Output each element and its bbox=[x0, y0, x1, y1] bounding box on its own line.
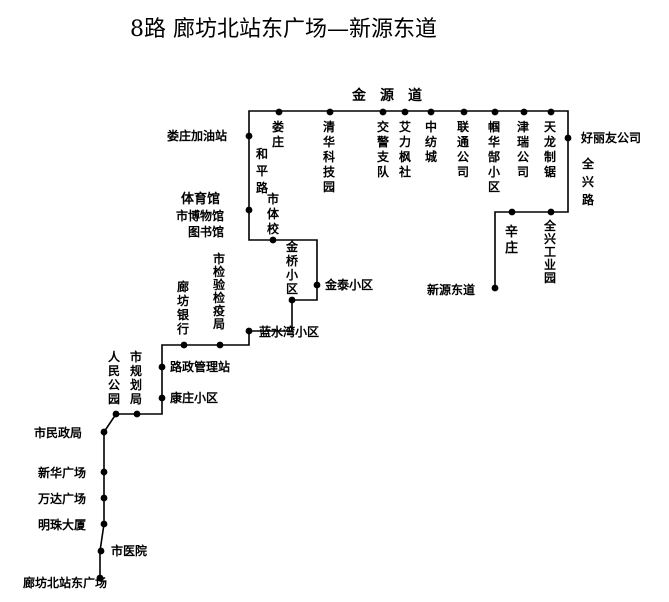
stop-label: 全兴工业园 bbox=[543, 218, 557, 285]
stop-label: 市检验检疫局 bbox=[213, 251, 226, 331]
stop-dot[interactable] bbox=[97, 547, 105, 555]
stop-label: 娄庄 bbox=[272, 119, 284, 149]
stop-label: 市医院 bbox=[111, 543, 147, 558]
stop-label: 新华广场 bbox=[38, 465, 86, 480]
stop-dot[interactable] bbox=[379, 108, 387, 116]
stop-dot[interactable] bbox=[245, 327, 253, 335]
stop-dot[interactable] bbox=[275, 108, 283, 116]
stop-dot[interactable] bbox=[158, 394, 166, 402]
stop-label: 蓝水湾小区 bbox=[259, 324, 319, 339]
stop-label: 廊坊北站东广场 bbox=[23, 575, 107, 590]
stop-dot[interactable] bbox=[100, 494, 108, 502]
stop-dot[interactable] bbox=[491, 284, 499, 292]
stop-label: 路政管理站 bbox=[170, 359, 230, 374]
stop-label: 万达广场 bbox=[37, 491, 86, 506]
stop-label: 廊坊银行 bbox=[176, 279, 190, 336]
route-line bbox=[99, 110, 569, 578]
stop-label: 人民公园 bbox=[108, 349, 121, 406]
stop-dots bbox=[96, 108, 572, 582]
stop-dot[interactable] bbox=[245, 132, 253, 140]
stop-dot[interactable] bbox=[245, 206, 253, 214]
stop-label: 中纺城 bbox=[425, 119, 437, 164]
stop-label: 图书馆 bbox=[188, 224, 224, 239]
stop-label: 天龙制锯 bbox=[544, 120, 557, 179]
road-name-jinyuan: 金 源 道 bbox=[351, 87, 422, 104]
stop-label: 体育馆 bbox=[181, 191, 220, 207]
stop-dot[interactable] bbox=[520, 108, 528, 116]
stop-label: 津瑞公司 bbox=[517, 119, 529, 179]
stop-label: 联通公司 bbox=[457, 120, 469, 179]
stop-dot[interactable] bbox=[427, 108, 435, 116]
stop-dot[interactable] bbox=[216, 341, 224, 349]
stop-label: 市体校 bbox=[267, 191, 280, 236]
stop-dot[interactable] bbox=[547, 208, 555, 216]
stop-label: 清华科技园 bbox=[323, 119, 336, 194]
stop-dot[interactable] bbox=[288, 296, 296, 304]
stop-label: 金桥小区 bbox=[285, 239, 299, 296]
stop-dot[interactable] bbox=[564, 134, 572, 142]
stop-label: 市博物馆 bbox=[176, 208, 224, 223]
stop-dot[interactable] bbox=[547, 108, 555, 116]
stop-dot[interactable] bbox=[158, 363, 166, 371]
stop-label: 辛庄 bbox=[505, 224, 518, 256]
stop-label: 娄庄加油站 bbox=[167, 128, 227, 143]
stop-dot[interactable] bbox=[100, 468, 108, 476]
stop-dot[interactable] bbox=[326, 108, 334, 116]
stop-label: 艾力枫社 bbox=[398, 119, 411, 179]
stop-label: 明珠大厦 bbox=[38, 517, 87, 532]
stop-dot[interactable] bbox=[460, 108, 468, 116]
stop-dot[interactable] bbox=[401, 108, 409, 116]
stop-label: 康庄小区 bbox=[170, 390, 218, 405]
stop-label: 帼华郜小区 bbox=[488, 119, 500, 194]
stop-label: 好丽友公司 bbox=[580, 130, 641, 145]
stop-dot[interactable] bbox=[100, 520, 108, 528]
stop-label: 市民政局 bbox=[34, 425, 82, 440]
stop-dot[interactable] bbox=[313, 281, 321, 289]
road-name-quanxing: 全兴路 bbox=[581, 156, 595, 207]
stop-dot[interactable] bbox=[508, 208, 516, 216]
stop-dot[interactable] bbox=[96, 574, 104, 582]
stop-label: 新源东道 bbox=[427, 282, 475, 297]
stop-dot[interactable] bbox=[133, 410, 141, 418]
stop-dot[interactable] bbox=[100, 428, 108, 436]
stop-dot[interactable] bbox=[269, 236, 277, 244]
road-name-heping: 和平路 bbox=[255, 146, 269, 195]
stop-label: 交警支队 bbox=[376, 119, 390, 179]
stop-label: 市规划局 bbox=[130, 349, 142, 406]
stop-dot[interactable] bbox=[491, 108, 499, 116]
stop-label: 金泰小区 bbox=[324, 277, 373, 292]
stop-dot[interactable] bbox=[180, 341, 188, 349]
map-title: 8路 廊坊北站东广场—新源东道 bbox=[130, 17, 437, 42]
stop-dot[interactable] bbox=[112, 410, 120, 418]
